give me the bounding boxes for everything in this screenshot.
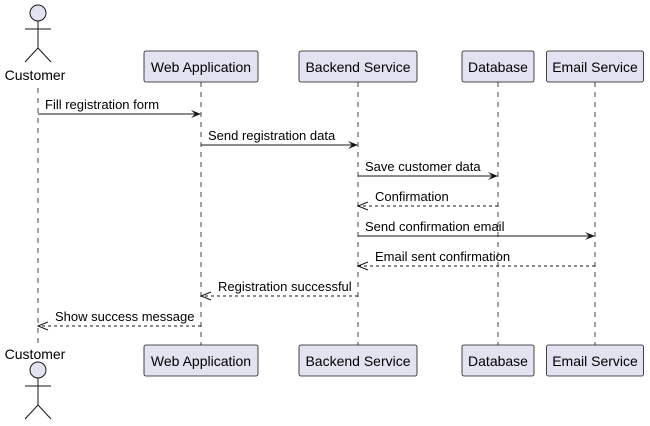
message-label: Save customer data (365, 159, 481, 174)
participant-label: Web Application (151, 59, 251, 75)
participant-box (546, 344, 644, 377)
participant-email-top[interactable]: Email Service (546, 50, 644, 83)
message-arrow[interactable]: Show success message (36, 309, 201, 331)
message-label: Registration successful (218, 279, 352, 294)
message-arrow[interactable]: Email sent confirmation (356, 249, 595, 271)
participant-box (298, 50, 418, 83)
actor-bottom[interactable]: Customer (5, 346, 66, 420)
participant-label: Email Service (552, 59, 638, 75)
message-arrow[interactable]: Send registration data (201, 128, 358, 149)
message-label: Send registration data (208, 128, 336, 143)
participant-backend-top[interactable]: Backend Service (298, 50, 418, 83)
participant-label: Backend Service (305, 59, 410, 75)
message-arrow[interactable]: Send confirmation email (358, 219, 595, 240)
message-label: Show success message (55, 309, 194, 324)
participant-box (461, 50, 535, 83)
message-label: Email sent confirmation (375, 249, 510, 264)
person-icon (24, 4, 52, 63)
participant-box (298, 344, 418, 377)
message-label: Fill registration form (45, 97, 159, 112)
message-label: Send confirmation email (365, 219, 505, 234)
actor-label: Customer (5, 346, 66, 362)
participant-label: Database (468, 59, 528, 75)
participant-label: Backend Service (305, 353, 410, 369)
message-arrow[interactable]: Registration successful (199, 279, 358, 301)
message-label: Confirmation (375, 189, 449, 204)
participant-db-top[interactable]: Database (461, 50, 535, 83)
actor-top[interactable]: Customer (5, 4, 66, 83)
participant-box (546, 50, 644, 83)
participant-label: Email Service (552, 353, 638, 369)
participant-box (143, 344, 259, 377)
participant-web-top[interactable]: Web Application (143, 50, 259, 83)
participant-email-bottom[interactable]: Email Service (546, 344, 644, 377)
participant-db-bottom[interactable]: Database (461, 344, 535, 377)
participant-label: Web Application (151, 353, 251, 369)
participant-web-bottom[interactable]: Web Application (143, 344, 259, 377)
participant-backend-bottom[interactable]: Backend Service (298, 344, 418, 377)
person-icon (24, 361, 52, 420)
actor-label: Customer (5, 67, 66, 83)
participant-box (461, 344, 535, 377)
message-arrow[interactable]: Fill registration form (38, 97, 201, 118)
message-arrow[interactable]: Confirmation (356, 189, 498, 211)
message-arrow[interactable]: Save customer data (358, 159, 498, 180)
participant-box (143, 50, 259, 83)
participant-label: Database (468, 353, 528, 369)
